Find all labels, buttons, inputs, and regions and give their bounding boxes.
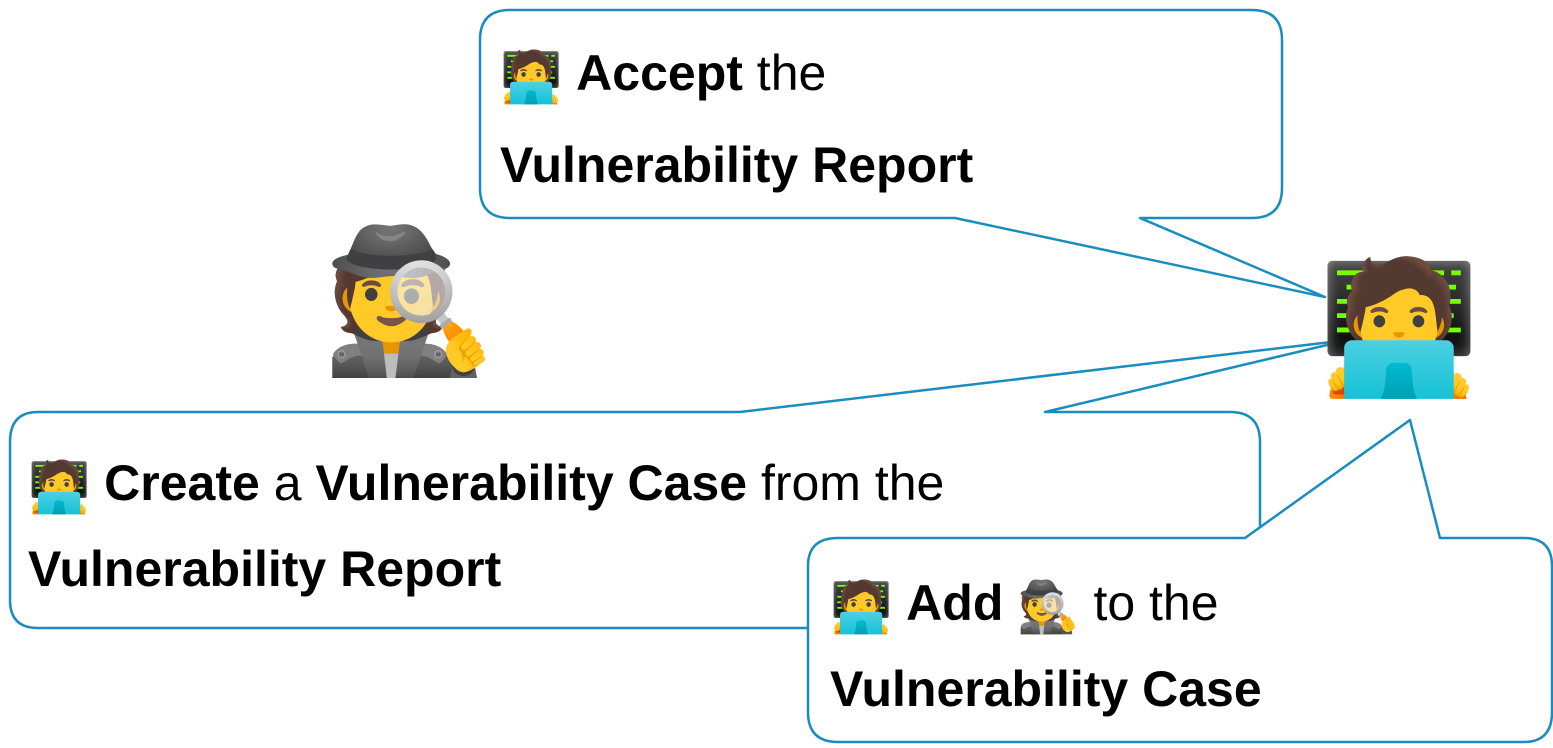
create-connector-1: a: [259, 455, 316, 511]
add-speech-bubble: [806, 418, 1553, 744]
create-bubble-line2: Vulnerability Report: [28, 536, 501, 602]
technologist-icon: 🧑‍💻: [1318, 251, 1480, 403]
accept-verb: Accept: [576, 45, 743, 101]
detective-icon: 🕵️: [1017, 579, 1080, 635]
create-connector-2: from the: [747, 455, 945, 511]
accept-connector: the: [742, 45, 827, 101]
vulnerability-report-term: Vulnerability Report: [28, 541, 502, 597]
technologist-icon: 🧑‍💻: [28, 459, 91, 515]
add-connector: to the: [1079, 575, 1219, 631]
accept-bubble-line1: 🧑‍💻 Accept the: [500, 40, 826, 110]
accept-speech-bubble: [478, 8, 1327, 299]
add-verb: Add: [906, 575, 1004, 631]
create-bubble-line1: 🧑‍💻 Create a Vulnerability Case from the: [28, 450, 944, 520]
technologist-icon: 🧑‍💻: [830, 579, 893, 635]
technologist-icon: 🧑‍💻: [500, 49, 563, 105]
vulnerability-report-term: Vulnerability Report: [500, 137, 974, 193]
create-verb: Create: [104, 455, 260, 511]
vulnerability-case-term: Vulnerability Case: [830, 661, 1262, 717]
add-bubble-line2: Vulnerability Case: [830, 656, 1262, 722]
vulnerability-case-term: Vulnerability Case: [315, 455, 748, 511]
accept-bubble-line2: Vulnerability Report: [500, 132, 973, 198]
detective-icon: 🕵️: [322, 220, 497, 383]
add-bubble-line1: 🧑‍💻 Add 🕵️ to the: [830, 570, 1219, 640]
